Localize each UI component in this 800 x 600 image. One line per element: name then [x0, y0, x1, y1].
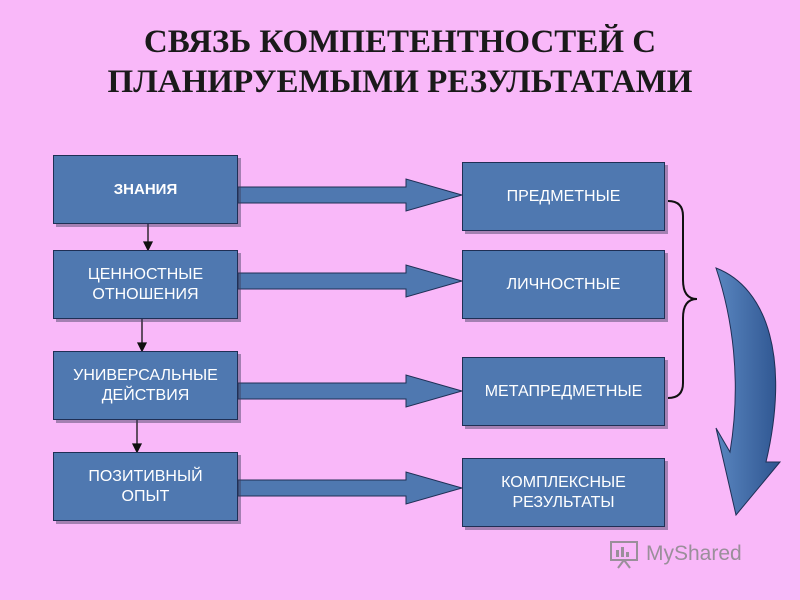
box-knowledge-label: ЗНАНИЯ — [113, 180, 178, 198]
box-complex-results-label: КОМПЛЕКСНЫЕ РЕЗУЛЬТАТЫ — [501, 473, 626, 511]
box-subject-results: ПРЕДМЕТНЫЕ — [462, 162, 665, 231]
box-personal-results-label: ЛИЧНОСТНЫЕ — [506, 275, 621, 293]
box-personal-results: ЛИЧНОСТНЫЕ — [462, 250, 665, 319]
box-knowledge: ЗНАНИЯ — [53, 155, 238, 224]
watermark: MyShared — [608, 538, 742, 570]
box-subject-results-label: ПРЕДМЕТНЫЕ — [506, 187, 621, 205]
box-value-relations: ЦЕННОСТНЫЕ ОТНОШЕНИЯ — [53, 250, 238, 319]
box-positive-experience-label: ПОЗИТИВНЫЙ ОПЫТ — [88, 467, 203, 505]
title-line-2: ПЛАНИРУЕМЫМИ РЕЗУЛЬТАТАМИ — [107, 64, 693, 100]
box-metasubject-results-label: МЕТАПРЕДМЕТНЫЕ — [484, 382, 643, 400]
arrow-experience-to-complex — [237, 471, 464, 505]
arrow-actions-to-metasubject — [237, 374, 464, 408]
curved-down-arrow — [715, 267, 782, 517]
box-positive-experience: ПОЗИТИВНЫЙ ОПЫТ — [53, 452, 238, 521]
box-universal-actions-label: УНИВЕРСАЛЬНЫЕ ДЕЙСТВИЯ — [73, 366, 218, 404]
page-title: СВЯЗЬ КОМПЕТЕНТНОСТЕЙ С ПЛАНИРУЕМЫМИ РЕЗ… — [0, 22, 800, 102]
box-universal-actions: УНИВЕРСАЛЬНЫЕ ДЕЙСТВИЯ — [53, 351, 238, 420]
title-line-1: СВЯЗЬ КОМПЕТЕНТНОСТЕЙ С — [143, 24, 657, 60]
watermark-text: MyShared — [646, 542, 742, 565]
arrow-knowledge-to-subject — [237, 178, 464, 212]
box-metasubject-results: МЕТАПРЕДМЕТНЫЕ — [462, 357, 665, 426]
curly-brace — [667, 200, 698, 399]
arrow-values-to-personal — [237, 264, 464, 298]
presentation-board-icon — [610, 541, 638, 569]
box-value-relations-label: ЦЕННОСТНЫЕ ОТНОШЕНИЯ — [87, 265, 204, 303]
box-complex-results: КОМПЛЕКСНЫЕ РЕЗУЛЬТАТЫ — [462, 458, 665, 527]
